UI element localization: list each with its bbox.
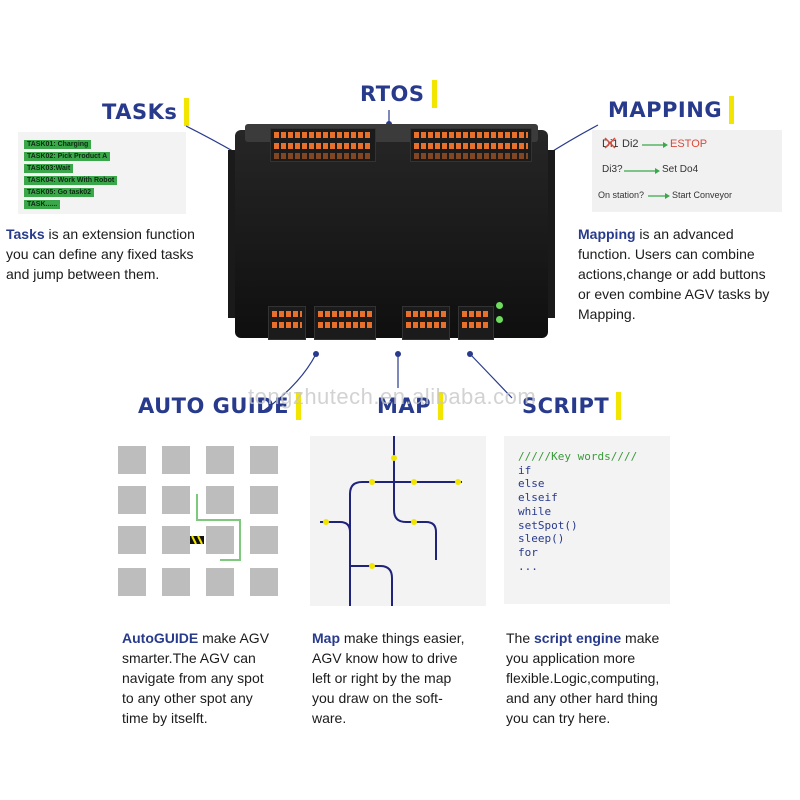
- grid-cell: [206, 568, 234, 596]
- mapping-di3: Di3?: [602, 164, 623, 175]
- mapping-startconveyor: Start Conveyor: [672, 190, 733, 200]
- terminal-block-bottom-1: [268, 306, 306, 340]
- grid-cell: [250, 446, 278, 474]
- grid-cell: [250, 486, 278, 514]
- script-line: sleep(): [518, 532, 565, 546]
- grid-cell: [162, 486, 190, 514]
- tasks-description: Tasks is an extension function you can d…: [6, 226, 195, 282]
- watermark: tongzhutech.en.alibaba.com: [248, 384, 537, 409]
- terminal-block-bottom-3: [402, 306, 450, 340]
- mapping-estop: ESTOP: [670, 138, 708, 150]
- mapping-setdo4: Set Do4: [662, 164, 699, 175]
- script-description: The script engine make you application m…: [506, 630, 660, 726]
- status-led-2: [496, 316, 503, 323]
- controller-box: [235, 130, 548, 338]
- guide-path: [190, 494, 241, 561]
- script-line: elseif: [518, 491, 558, 505]
- task-item: TASK04: Work With Robot: [24, 176, 118, 185]
- grid-cell: [162, 526, 190, 554]
- mapping-di2: Di2: [622, 138, 639, 150]
- grid-cell: [250, 568, 278, 596]
- grid-cell: [162, 446, 190, 474]
- script-line: setSpot(): [518, 518, 578, 532]
- terminal-block-bottom-4: [458, 306, 494, 340]
- task-item: TASK......: [24, 200, 61, 209]
- rtos-title: RTOS: [356, 78, 437, 110]
- grid-cell: [206, 486, 234, 514]
- terminal-block-bottom-2: [314, 306, 376, 340]
- arrow-right-icon: [648, 193, 670, 199]
- script-line: while: [518, 504, 552, 518]
- grid-cell: [118, 568, 146, 596]
- terminal-block-top-right: [410, 128, 532, 162]
- grid-cell: [250, 526, 278, 554]
- mapping-panel: Di1 Di2 ESTOP Di3? Set Do4 On station? S…: [592, 130, 782, 212]
- auto-guide-panel: [108, 436, 288, 606]
- tasks-title: TASKs: [98, 96, 190, 128]
- script-line: else: [518, 477, 545, 491]
- map-title: MAP: [373, 390, 444, 422]
- grid-cell: [118, 446, 146, 474]
- mapping-title: MAPPING: [604, 94, 735, 126]
- mapping-description: Mapping is an advanced function. Users c…: [578, 226, 770, 322]
- grid-cell: [118, 486, 146, 514]
- script-line: ...: [518, 559, 538, 573]
- script-title: SCRIPT: [518, 390, 622, 422]
- map-description: Map make things easier, AGV know how to …: [312, 630, 465, 726]
- arrow-right-icon: [624, 168, 660, 174]
- grid-cell: [162, 568, 190, 596]
- task-item: TASK01: Charging: [24, 140, 92, 149]
- tasks-panel: TASK01: Charging TASK02: Pick Product A …: [18, 132, 186, 214]
- script-line: for: [518, 545, 538, 559]
- map-panel: [310, 436, 486, 606]
- arrow-right-icon: [642, 142, 668, 148]
- status-led-1: [496, 302, 503, 309]
- auto-guide-description: AutoGUIDE make AGV smarter.The AGV can n…: [122, 630, 270, 726]
- cross-icon: [604, 137, 616, 149]
- grid-cell: [206, 526, 234, 554]
- terminal-block-top-left: [270, 128, 376, 162]
- mapping-onstation: On station?: [598, 190, 645, 200]
- grid-cell: [206, 446, 234, 474]
- grid-cell: [118, 526, 146, 554]
- script-line: /////Key words////: [518, 450, 638, 463]
- script-panel: /////Key words//// if else elseif while …: [504, 436, 670, 604]
- script-line: if: [518, 463, 532, 477]
- task-item: TASK05: Go task02: [24, 188, 95, 197]
- task-item: TASK03:Wait: [24, 164, 74, 173]
- task-item: TASK02: Pick Product A: [24, 152, 111, 161]
- map-route-drawing: [320, 436, 462, 606]
